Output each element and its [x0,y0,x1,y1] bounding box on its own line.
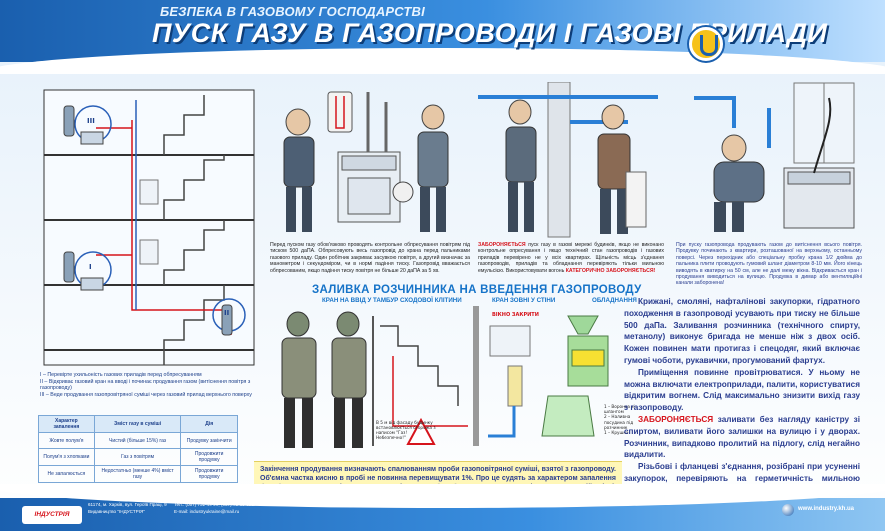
right-paragraph: Крижані, смоляні, нафталінові закупорки,… [624,297,860,365]
window-close-label: ВІКНО ЗАКРИТИ [492,312,539,318]
right-paragraph-text: заливати без нагляду каністру зі спиртом… [624,414,860,460]
parts-list: 1 – Воронка зі шлангом 2 – Наливна посуд… [604,404,644,435]
flame-table: Характер запалення Зміст газу в суміші Д… [38,415,238,483]
footer-address-line: 61174, м. Харків, вул. Героїв Праці, 9 [88,502,167,507]
pressure-test-caption: Перед пуском газу обов'язково проводять … [270,242,470,274]
leak-check-illustration [478,82,658,242]
brand-logo: ІНДУСТРІЯ [22,506,82,524]
marker-iii: III [87,117,95,125]
poster-title: ПУСК ГАЗУ В ГАЗОПРОВОДИ І ГАЗОВІ ПРИЛАДИ [152,18,828,48]
purge-caption: При пуску газопровода продувають газом д… [676,242,862,287]
table-cell: Чистий (більше 15%) газ [93,432,182,449]
poster-subtitle: БЕЗПЕКА В ГАЗОВОМУ ГОСПОДАРСТВІ [160,4,425,19]
publisher-logo-icon [689,27,723,61]
table-header: Зміст газу в суміші [93,415,182,433]
fill-drawing [281,306,609,448]
table-cell: Продовжити продувку [180,465,238,483]
table-row: Жовте полум'я Чистий (більше 15%) газ Пр… [38,432,238,449]
marker-i: I [89,263,92,271]
parts-item: 1 – Крушка [604,430,629,436]
fill-section-title: ЗАЛИВКА РОЗЧИННИКА НА ВВЕДЕННЯ ГАЗОПРОВО… [312,284,642,296]
fence-note: В 5 м від фасаду будинку встановлюється … [376,420,436,440]
pressure-test-drawing [283,91,449,232]
footer-email: E-mail: industryukraine@mail.ru [174,508,240,514]
sub-label-equipment: ОБЛАДНАННЯ [592,297,637,304]
footer-address: 61174, м. Харків, вул. Героїв Праці, 9 В… [88,502,167,515]
legend-item: III – Веде продування газопровітряної су… [40,391,252,398]
table-row: Не запалюється Недостатньо (менше 4%) вм… [38,465,238,483]
table-cell: Жовте полум'я [38,432,95,449]
forbidden-label: ЗАБОРОНЯЄТЬСЯ [478,242,526,248]
parts-item: 2 – Наливна посудина під розчинник [604,414,634,430]
table-header-row: Характер запалення Зміст газу в суміші Д… [38,415,238,433]
legend-item: I – Перевірте ухильоність газових прилад… [40,372,202,378]
table-cell: Недостатньо (менше 4%) вміст газу [93,465,182,483]
leak-check-text: пуск газу в газові мережі будинків, якщо… [478,242,664,274]
forbidden-label: ЗАБОРОНЯЄТЬСЯ [638,414,714,424]
table-cell: Продувку закінчити [180,432,238,449]
purge-illustration [674,78,864,238]
footer-band [0,484,885,531]
right-paragraph: Приміщення повинне провітрюватися. У ньо… [624,367,860,413]
parts-item: 1 – Воронка зі шлангом [604,404,635,415]
sub-label-stairwell: КРАН НА ВВІД У ТАМБУР СХОДОВОЇ КЛІТИНИ [322,297,462,304]
purge-drawing [694,82,855,232]
table-header: Характер запалення [38,415,95,433]
fire-forbidden-warning: КАТЕГОРИЧНО ЗАБОРОНЯЄТЬСЯ! [565,267,656,274]
sub-label-outside-wall: КРАН ЗОВНІ У СТІНИ [492,297,556,304]
leak-check-drawing [478,82,658,238]
table-row: Полум'я з хлопками Газ з повітрям Продов… [38,448,238,466]
globe-icon [782,504,794,516]
pressure-test-illustration [268,82,468,242]
footer-publisher: Видавництво "ІНДУСТРІЯ" [88,508,145,514]
fill-illustration: ВІКНО ЗАКРИТИ В 5 м від фасаду будинку в… [268,306,635,458]
table-cell: Газ з повітрям [93,448,182,466]
legend-item: II – Відкриває газовий кран на вводі і п… [40,378,251,392]
table-header: Дія [180,415,238,433]
table-cell: Не запалюється [38,465,95,483]
right-text-block: Крижані, смоляні, нафталінові закупорки,… [624,296,860,497]
marker-ii: II [224,309,230,317]
footer-url[interactable]: www.industry.kh.ua [798,506,855,512]
building-diagram: III I II [36,80,266,370]
table-cell: Полум'я з хлопками [38,448,95,466]
building-drawing [43,89,255,366]
leak-check-caption: ЗАБОРОНЯЄТЬСЯ пуск газу в газові мережі … [478,242,664,274]
footer-contacts: Тел.: (057) 732-49-29, (057) 73-69-699 E… [174,502,254,515]
right-paragraph: ЗАБОРОНЯЄТЬСЯ заливати без нагляду каніс… [624,414,860,461]
table-cell: Продовжити продувку [180,448,238,466]
footer-phone: Тел.: (057) 732-49-29, (057) 73-69-699 [174,502,254,507]
building-legend: I – Перевірте ухильоність газових прилад… [40,372,260,398]
